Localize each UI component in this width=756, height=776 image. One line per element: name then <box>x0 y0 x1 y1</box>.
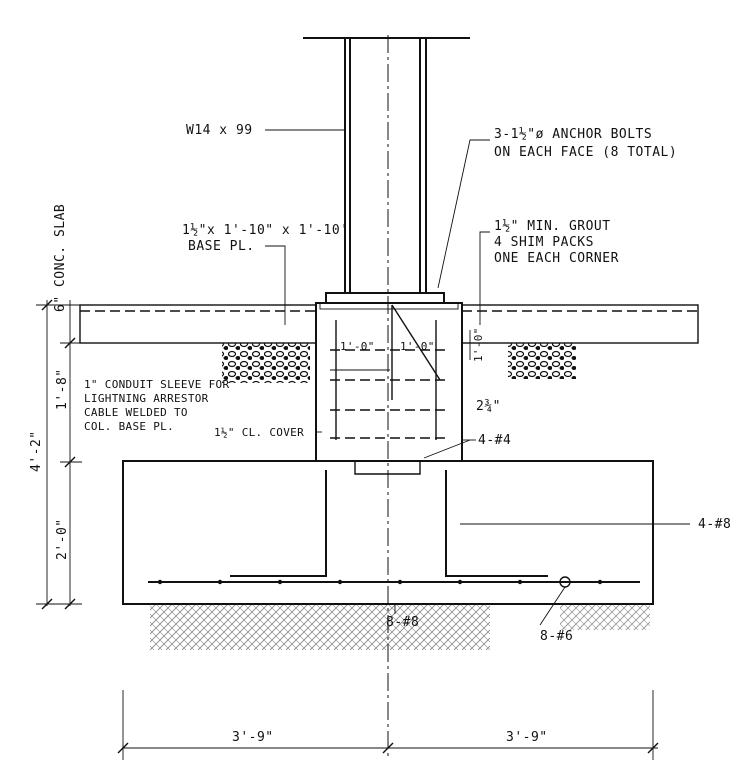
anchor-bolts-label-2: ON EACH FACE (8 TOTAL) <box>494 145 677 160</box>
conduit-label-2: LIGHTNING ARRESTOR <box>84 392 209 405</box>
horizontal-dimensions <box>117 690 659 760</box>
conduit-label-4: COL. BASE PL. <box>84 420 174 433</box>
column-label: W14 x 99 <box>186 123 253 138</box>
base-plate-label-2: BASE PL. <box>188 239 255 254</box>
cover-label: 1½" CL. COVER <box>214 426 304 439</box>
conduit-label: 1" CONDUIT SLEEVE FOR <box>84 378 229 391</box>
base-plate-label: 1½"x 1'-10" x 1'-10' <box>182 223 349 238</box>
ties-label: 4-#4 <box>478 433 511 448</box>
gravel-fill-right <box>508 343 576 379</box>
bolt-projection-label: 1'-0" <box>400 340 435 353</box>
left-width-dim: 3'-9" <box>232 730 274 745</box>
top-bars-label: 4-#8 <box>698 517 731 532</box>
bottom-bars-label-2: 8-#6 <box>540 629 573 644</box>
grout-layer <box>319 302 459 310</box>
grout-label: 1½" MIN. GROUT <box>494 219 611 234</box>
base-plate <box>325 292 445 304</box>
conduit-label-3: CABLE WELDED TO <box>84 406 188 419</box>
bottom-bar-dots <box>157 579 603 585</box>
grout-label-3: ONE EACH CORNER <box>494 251 619 266</box>
slab-label: 6" CONC. SLAB <box>53 204 68 312</box>
grout-label-2: 4 SHIM PACKS <box>494 235 594 250</box>
gravel-fill-left <box>222 343 310 383</box>
right-width-dim: 3'-9" <box>506 730 548 745</box>
soil-hatch-right <box>560 605 650 630</box>
pier-height-label: 1'-0" <box>472 327 485 362</box>
upper-height-dim: 1'-8" <box>55 368 70 410</box>
total-height-dim: 4'-2" <box>29 430 44 472</box>
vertical-dimensions <box>36 299 82 610</box>
pier-width-label: 1'-0" <box>340 340 375 353</box>
bottom-bars-label: 8-#8 <box>386 615 419 630</box>
lower-height-dim: 2'-0" <box>55 518 70 560</box>
pier-offset-label: 2¾" <box>476 399 501 414</box>
anchor-bolts-label: 3-1½"ø ANCHOR BOLTS <box>494 127 652 142</box>
steel-column <box>303 37 470 293</box>
soil-hatch <box>150 605 490 650</box>
